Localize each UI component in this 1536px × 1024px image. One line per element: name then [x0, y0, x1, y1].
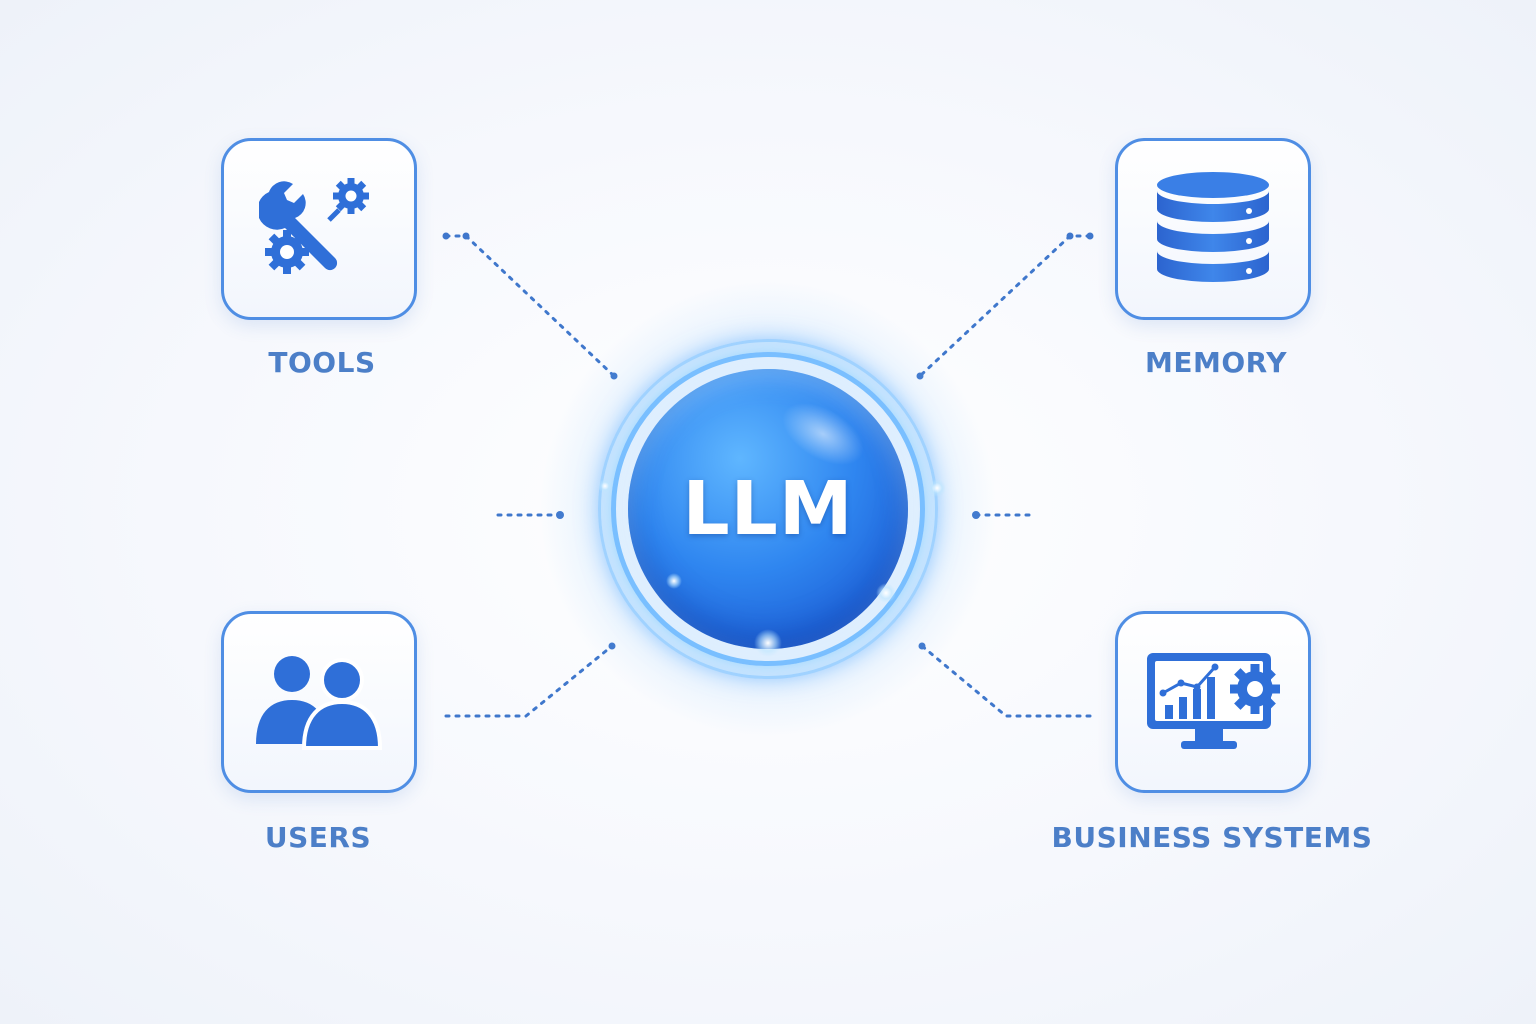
wrench-gears-icon [259, 174, 379, 284]
sparkle [598, 479, 612, 493]
business-systems-label: BUSINESS SYSTEMS [1032, 821, 1392, 854]
memory-label: MEMORY [1036, 346, 1396, 379]
sparkle [876, 583, 896, 603]
sparkle [666, 573, 682, 589]
monitor-chart-gear-icon [1143, 649, 1283, 755]
users-card [221, 611, 417, 793]
database-icon [1153, 171, 1273, 287]
hub-core: LLM [628, 369, 908, 649]
users-label: USERS [138, 821, 498, 854]
users-icon [254, 654, 384, 750]
business-systems-card [1115, 611, 1311, 793]
sparkle [754, 629, 782, 657]
sparkle [928, 479, 946, 497]
hub-label: LLM [683, 466, 854, 552]
tools-card [221, 138, 417, 320]
memory-card [1115, 138, 1311, 320]
connector-users [446, 646, 612, 716]
connector-business-systems [922, 646, 1090, 716]
tools-label: TOOLS [142, 346, 502, 379]
hub-shine [772, 390, 875, 478]
